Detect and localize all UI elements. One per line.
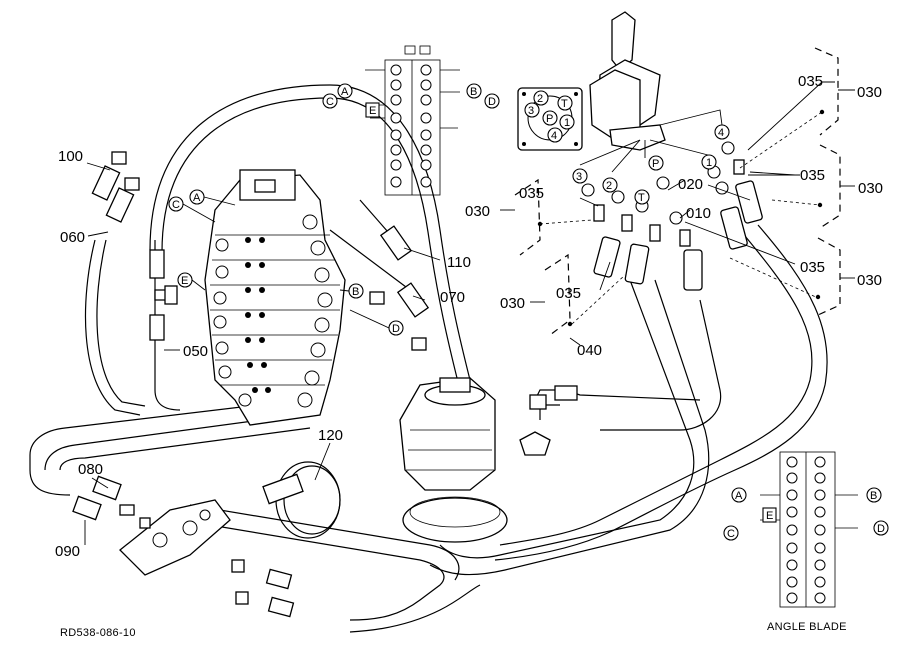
callout-port-2: 2	[606, 180, 612, 192]
port-plate: 2 T 3 P 1 4	[517, 87, 583, 151]
callout-e-valve: E	[181, 275, 188, 287]
part-label-040: 040	[577, 342, 602, 359]
part-label-035-left: 035	[519, 185, 544, 202]
callout-a-bottom: A	[735, 490, 743, 502]
part-leaders	[84, 81, 835, 545]
group-brackets	[514, 47, 841, 336]
port-label-1: 1	[564, 117, 570, 129]
callout-c-top: C	[326, 96, 334, 108]
callout-port-1: 1	[706, 157, 712, 169]
control-valve	[204, 169, 346, 426]
callout-e-bottom: E	[766, 510, 773, 522]
group-leaders	[500, 89, 855, 346]
part-label-030-left: 030	[465, 203, 490, 220]
connection-schematic-top	[365, 45, 460, 196]
callout-c-bottom: C	[727, 528, 735, 540]
figure-code: RD538-086-10	[60, 627, 136, 639]
hose-clamp	[262, 461, 341, 539]
part-label-110: 110	[447, 254, 471, 271]
part-label-060: 060	[60, 229, 85, 246]
part-label-090: 090	[55, 543, 80, 560]
callout-a-valve: A	[193, 192, 201, 204]
swivel-joint	[399, 377, 578, 543]
callout-d-valve: D	[392, 323, 400, 335]
caption-angle-blade: ANGLE BLADE	[767, 621, 847, 633]
port-label-4: 4	[551, 130, 557, 142]
part-label-030-right: 030	[858, 180, 883, 197]
callout-d-top: D	[488, 96, 496, 108]
connection-callouts: C A E B D A C E B D A C E B D	[168, 83, 889, 541]
port-label-t-plate: T	[561, 98, 568, 110]
callout-d-bottom: D	[877, 523, 885, 535]
port-label-p-plate: P	[546, 113, 553, 125]
part-label-080: 080	[78, 461, 103, 478]
callout-port-p: P	[652, 158, 659, 170]
port-label-2: 2	[537, 93, 543, 105]
part-label-030-lower: 030	[857, 272, 882, 289]
pilot-port-callouts: 3 2 T P 1 4	[572, 124, 730, 205]
callout-b-top: B	[470, 86, 477, 98]
part-label-010: 010	[686, 205, 711, 222]
part-label-035-lower: 035	[800, 259, 825, 276]
part-label-020: 020	[678, 176, 703, 193]
part-label-050: 050	[183, 343, 208, 360]
part-label-100: 100	[58, 148, 83, 165]
valve-fittings	[91, 151, 430, 351]
part-label-035-right: 035	[800, 167, 825, 184]
part-label-120: 120	[318, 427, 343, 444]
callout-port-4: 4	[718, 127, 724, 139]
callout-c-valve: C	[172, 199, 180, 211]
callout-port-3: 3	[576, 171, 582, 183]
part-label-030-top: 030	[857, 84, 882, 101]
callout-a-top: A	[341, 86, 349, 98]
callout-port-t: T	[638, 192, 645, 204]
pilot-valve	[589, 11, 666, 151]
part-label-035-top: 035	[798, 73, 823, 90]
port-label-3: 3	[528, 105, 534, 117]
callout-b-bottom: B	[870, 490, 877, 502]
connection-schematic-bottom	[760, 451, 858, 608]
callout-e-top: E	[369, 105, 376, 117]
angle-valve-assembly	[72, 475, 295, 618]
part-label-030-bottom: 030	[500, 295, 525, 312]
part-label-035-bottom: 035	[556, 285, 581, 302]
callout-b-valve: B	[352, 286, 359, 298]
part-label-070: 070	[440, 289, 465, 306]
part-labels: 100 060 110 070 050 120 080 090 035 030 …	[55, 73, 883, 639]
